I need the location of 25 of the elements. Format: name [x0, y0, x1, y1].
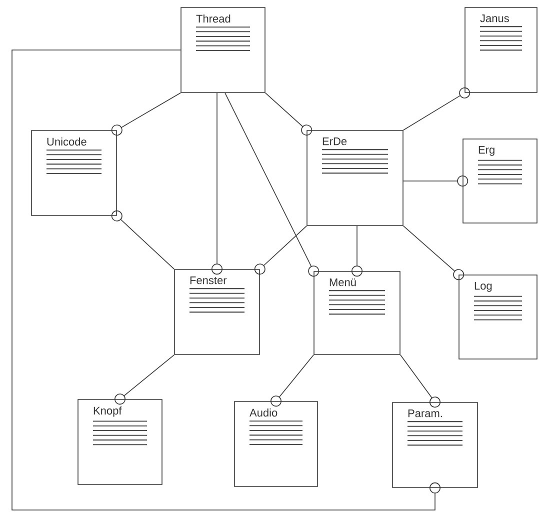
connector	[352, 226, 362, 277]
connector	[403, 226, 464, 280]
connector	[403, 176, 468, 186]
class-box: Menü	[314, 271, 400, 355]
connector	[400, 354, 440, 408]
class-box: Audio	[234, 401, 318, 487]
class-box: Log	[458, 274, 538, 360]
class-box: Unicode	[31, 130, 117, 216]
connector	[403, 87, 470, 130]
connector	[224, 92, 320, 277]
connector	[114, 354, 174, 405]
connector	[265, 92, 312, 136]
class-box: Param.	[392, 402, 478, 488]
connector	[12, 50, 440, 510]
class-box: Knopf	[78, 399, 162, 485]
class-box: Erg	[462, 138, 538, 224]
connector	[212, 92, 222, 275]
connector	[270, 354, 314, 407]
class-box: Janus	[464, 7, 538, 93]
connector	[111, 92, 181, 136]
class-box: Thread	[180, 7, 266, 93]
connector	[111, 210, 174, 270]
class-box: Fenster	[174, 269, 260, 355]
class-box: ErDe	[306, 130, 404, 226]
connector	[254, 226, 307, 275]
